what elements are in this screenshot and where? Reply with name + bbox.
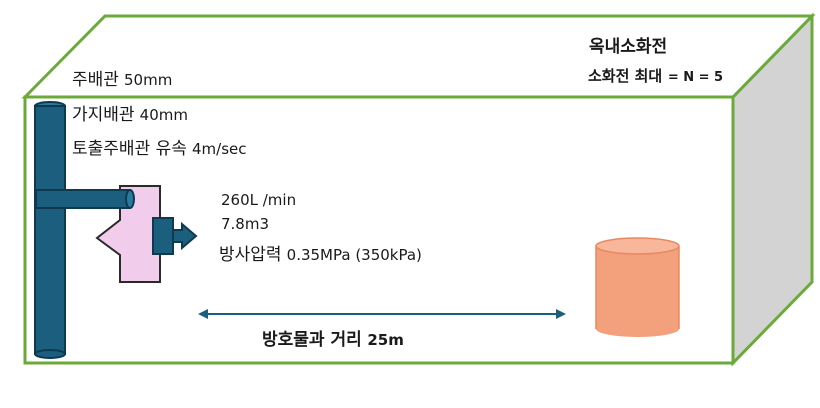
distance-name: 방호물과 거리 bbox=[262, 330, 362, 350]
discharge-velocity-value: 4m/sec bbox=[191, 140, 247, 158]
hydrant-max-text: 소화전 최대 bbox=[588, 67, 663, 85]
volume-label: 7.8m3 bbox=[221, 215, 270, 233]
branch-pipe-end bbox=[125, 189, 135, 209]
branch-pipe bbox=[35, 189, 131, 209]
main-pipe bbox=[34, 105, 66, 355]
flow-rate-label: 260L /min bbox=[221, 191, 297, 209]
hydrant-max-formula: = N = 5 bbox=[667, 70, 724, 85]
pressure-name: 방사압력 bbox=[219, 245, 282, 265]
protected-object-bottom bbox=[596, 321, 679, 337]
pressure-value: 0.35MPa (350kPa) bbox=[286, 246, 422, 264]
hydrant-box bbox=[95, 185, 161, 283]
distance-label: 방호물과 거리 25m bbox=[262, 325, 404, 350]
protected-object bbox=[596, 246, 679, 329]
outlet-block bbox=[152, 217, 174, 255]
main-pipe-name: 주배관 bbox=[72, 70, 119, 90]
distance-arrow-right-head bbox=[556, 309, 566, 319]
main-pipe-size: 50mm bbox=[124, 71, 173, 89]
discharge-velocity-label: 토출주배관 유속 4m/sec bbox=[72, 134, 246, 159]
main-pipe-label: 주배관 50mm bbox=[72, 65, 172, 90]
distance-value: 25m bbox=[367, 331, 404, 349]
main-pipe-bottom bbox=[34, 349, 66, 359]
title-label: 옥내소화전 bbox=[589, 37, 668, 57]
hydrant-max-label: 소화전 최대 = N = 5 bbox=[588, 65, 723, 86]
branch-pipe-name: 가지배관 bbox=[72, 105, 135, 125]
distance-arrow-left-head bbox=[198, 309, 208, 319]
pressure-label: 방사압력 0.35MPa (350kPa) bbox=[219, 240, 422, 265]
branch-pipe-label: 가지배관 40mm bbox=[72, 100, 188, 125]
protected-object-top bbox=[595, 237, 680, 255]
discharge-velocity-name: 토출주배관 유속 bbox=[72, 139, 187, 159]
outlet-arrow-icon bbox=[172, 221, 198, 251]
branch-pipe-size: 40mm bbox=[139, 106, 188, 124]
